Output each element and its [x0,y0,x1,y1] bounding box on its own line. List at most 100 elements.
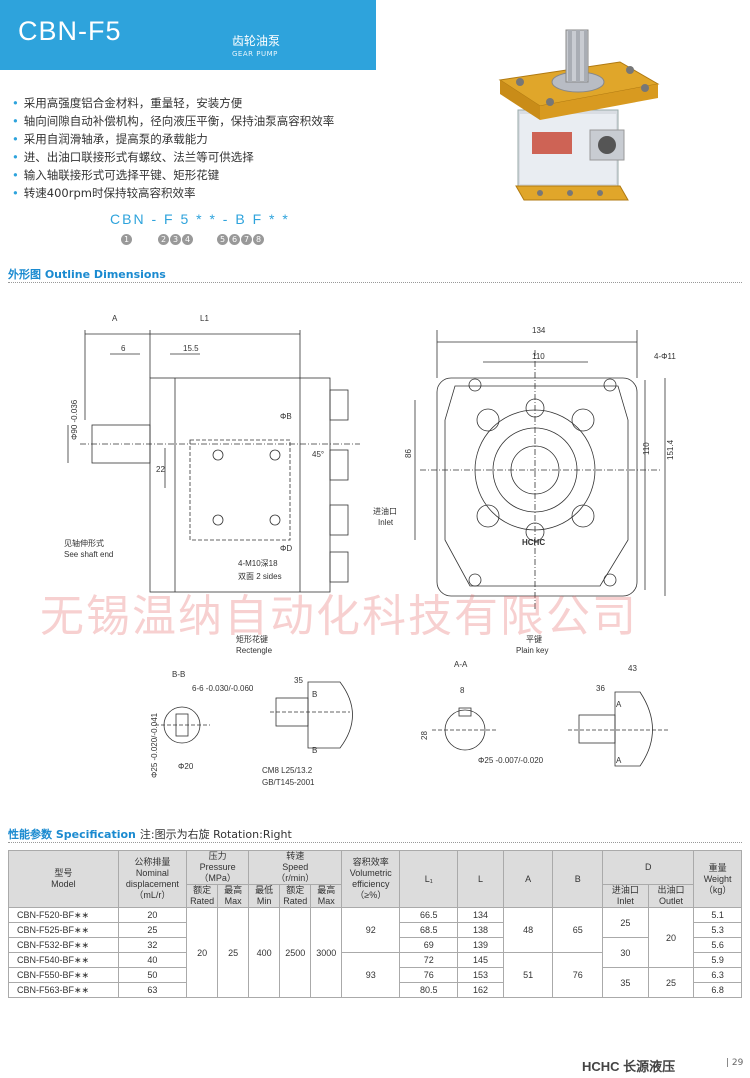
th-outlet: 出油口 [657,885,685,895]
table-row: CBN-F540-BF∗∗ 40 93 72 145 51 76 5.9 [8,952,742,998]
th-speed: （r/min） [276,873,315,883]
code-num: 2 [158,234,169,245]
dim-label: L1 [200,314,209,323]
dim-label: 见轴伸形式 [64,539,104,548]
header-bar: CBN-F5 齿轮油泵 GEAR PUMP [0,0,376,70]
cell-L1: 80.5 [399,982,459,998]
th-rated: Rated [283,896,308,906]
th-pressure: Pressure [199,862,236,872]
cell-L: 145 [457,952,504,968]
table-row: CBN-F520-BF∗∗ 20 20 25 400 2500 3000 92 … [8,907,742,998]
dim-label: 151.4 [666,439,675,460]
dim-label: 平键 [526,635,542,644]
cell-vol: 93 [341,952,401,998]
th-L: L [457,850,504,908]
th-B: B [552,850,604,908]
code-num: 3 [170,234,181,245]
cell-L1: 69 [399,937,459,953]
th-max: Max [224,896,242,906]
cell-L: 153 [457,967,504,983]
th-disp: 公称排量 [134,857,171,867]
th-max: 最高 [317,885,336,895]
dim-label: 8 [460,686,465,695]
dim-label: 矩形花键 [236,635,268,644]
cell-L1: 72 [399,952,459,968]
page-title: CBN-F5 [18,16,122,46]
model-code: CBN - F 5 * * - B F * * [110,211,290,227]
cell-disp: 50 [117,967,188,983]
dim-label: 86 [404,449,413,458]
th-rated: 额定 [286,885,305,895]
cell-weight: 6.8 [693,982,742,998]
dim-label: 110 [532,352,545,361]
gear-pump-photo [498,29,660,201]
product-type-cn: 齿轮油泵 [232,34,281,48]
cell-weight: 6.3 [693,967,742,983]
th-model-cn: 型号 [54,868,73,878]
th-min: 最低 [255,885,274,895]
product-type-en: GEAR PUMP [232,50,278,58]
cell-inlet: 30 [602,937,649,968]
divider [8,842,742,843]
cell-L: 138 [457,922,504,938]
feature-list: 采用高强度铝合金材料，重量轻，安装方便 轴向间隙自动补偿机构，径向液压平衡，保持… [12,94,335,202]
spec-note: 注:图示为右旋 Rotation:Right [139,828,292,841]
cell-disp: 25 [117,922,188,938]
dim-label: See shaft end [64,550,114,559]
cell-model: CBN-F563-BF∗∗ [8,982,119,998]
feature-item: 采用高强度铝合金材料，重量轻，安装方便 [12,94,334,112]
model-code-numbers: 1 2 3 4 5 6 7 8 [121,234,264,245]
th-disp: （mL/r） [134,890,171,900]
th-disp: Nominal [135,868,169,878]
cell-p-rated: 20 [186,907,219,998]
dim-label: 进油口 [373,507,397,516]
cell-disp: 63 [117,982,188,998]
dim-label: 45° [312,450,325,459]
th-max: Max [317,896,335,906]
dim-label: 36 [596,684,605,693]
cell-disp: 20 [117,907,188,923]
cell-model: CBN-F525-BF∗∗ [8,922,119,938]
cell-L1: 68.5 [399,922,459,938]
th-vol: （≥%） [355,890,387,900]
cell-model: CBN-F550-BF∗∗ [8,967,119,983]
cell-L: 162 [457,982,504,998]
divider [8,282,742,283]
code-num: 7 [241,234,252,245]
dim-label: B [312,690,318,699]
th-rated: 额定 [193,885,212,895]
dim-label: 35 [294,676,303,685]
cell-disp: 32 [117,937,188,953]
th-vol: efficiency [352,879,390,889]
table-row: CBN-F525-BF∗∗ 25 68.5 138 5.3 [8,922,742,938]
dim-label: A-A [454,660,468,669]
dim-label: 6-6 -0.030/-0.060 [192,684,254,693]
dim-label: 4-Φ11 [654,352,676,361]
cell-L: 134 [457,907,504,923]
table-row: CBN-F550-BF∗∗ 50 76 153 35 25 6.3 [8,967,742,998]
feature-item: 采用自润滑轴承，提高泵的承载能力 [12,130,334,148]
th-pressure: （MPa） [199,873,236,883]
feature-item: 轴向间隙自动补偿机构，径向液压平衡，保持油泵高容积效率 [12,112,335,130]
dim-label: 43 [628,664,637,673]
th-speed: Speed [282,862,309,872]
dim-label: 6 [121,344,126,353]
th-outlet: Outlet [658,896,683,906]
th-L1: L₁ [399,850,459,908]
dim-label: Φ25 -0.007/-0.020 [478,756,544,765]
cell-inlet: 35 [602,967,649,998]
dim-label: ΦB [280,412,292,421]
code-num: 5 [217,234,228,245]
cell-disp: 40 [117,952,188,968]
dim-label: Inlet [378,518,394,527]
cell-outlet: 20 [647,907,695,968]
th-model-en: Model [51,879,76,889]
cell-weight: 5.9 [693,952,742,968]
code-num: 8 [253,234,264,245]
dim-label: 22 [156,465,165,474]
dim-label: 28 [420,731,429,740]
dim-label: 双面 2 sides [238,572,282,581]
cell-s-max: 3000 [310,907,343,998]
page-number: | 29 [726,1058,744,1068]
